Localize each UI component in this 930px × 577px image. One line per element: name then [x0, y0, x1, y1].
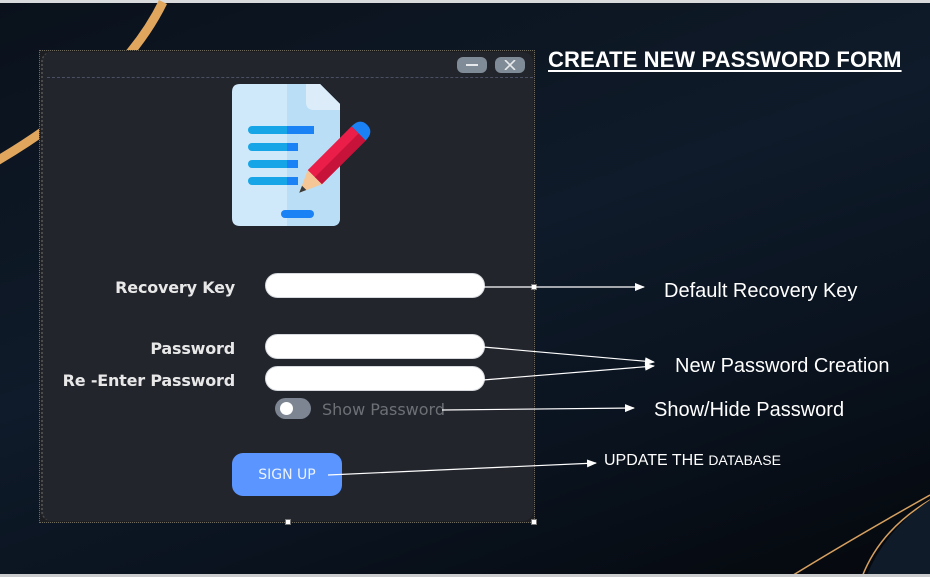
recovery-key-label: Recovery Key	[115, 278, 235, 297]
close-button[interactable]	[495, 57, 525, 73]
reenter-password-label: Re -Enter Password	[62, 371, 236, 390]
annotation-recovery-key: Default Recovery Key	[664, 280, 858, 302]
password-input[interactable]	[265, 334, 485, 359]
title-bar[interactable]	[47, 52, 533, 78]
close-icon	[504, 60, 516, 70]
show-password-toggle[interactable]	[275, 398, 311, 419]
password-form-window: Recovery Key Password Re -Enter Password…	[41, 52, 533, 521]
minimize-icon	[466, 64, 478, 66]
bottom-edge	[0, 574, 930, 577]
password-label: Password	[150, 339, 235, 358]
reenter-password-input[interactable]	[265, 366, 485, 391]
toggle-knob	[280, 402, 293, 415]
annotation-update-database: UPDATE THE DATABASE	[604, 452, 781, 470]
annotation-update-suffix: DATABASE	[708, 452, 781, 468]
resize-handle-corner[interactable]	[531, 519, 537, 525]
document-edit-icon	[232, 84, 371, 226]
resize-handle-bottom[interactable]	[285, 519, 291, 525]
annotation-password-creation: New Password Creation	[675, 355, 890, 377]
show-password-label[interactable]: Show Password	[322, 400, 445, 419]
annotation-update-prefix: UPDATE THE	[604, 452, 709, 469]
top-edge	[0, 0, 930, 3]
minimize-button[interactable]	[457, 57, 487, 73]
recovery-key-input[interactable]	[265, 273, 485, 298]
annotation-show-hide: Show/Hide Password	[654, 399, 845, 421]
sign-up-button[interactable]: SIGN UP	[232, 453, 342, 496]
page-title: CREATE NEW PASSWORD FORM	[548, 47, 902, 72]
resize-handle-right[interactable]	[531, 284, 537, 290]
